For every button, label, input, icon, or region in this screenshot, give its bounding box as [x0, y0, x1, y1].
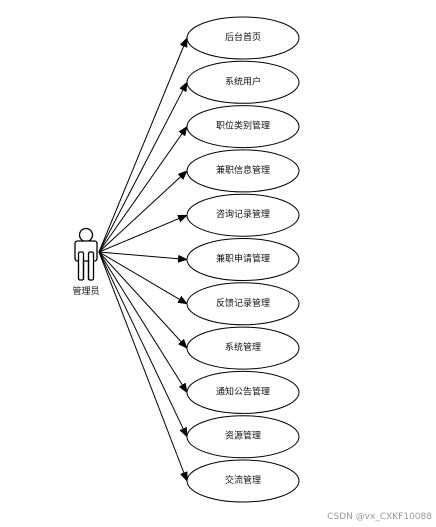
- use-case: 资源管理: [186, 415, 300, 459]
- use-case: 反馈记录管理: [186, 282, 300, 326]
- use-case-ellipse: [186, 459, 300, 503]
- association-line: [98, 251, 188, 394]
- use-case-label: 兼职信息管理: [216, 164, 270, 176]
- watermark: CSDN @vx_CXKF10088: [327, 512, 432, 522]
- use-case-label: 反馈记录管理: [216, 297, 270, 309]
- association-line: [98, 37, 188, 253]
- use-case-ellipse: [186, 238, 300, 281]
- association-lines: [98, 37, 188, 482]
- association-line: [98, 251, 188, 263]
- use-case-label: 职位类别管理: [216, 120, 270, 132]
- use-case-ellipse: [186, 105, 300, 149]
- use-case-ellipse: [186, 415, 300, 459]
- use-case: 系统管理: [186, 326, 300, 370]
- association-line: [98, 81, 188, 253]
- use-case: 职位类别管理: [186, 105, 300, 149]
- association-line: [98, 170, 188, 253]
- use-case: 兼职信息管理: [186, 149, 300, 193]
- association-line: [98, 214, 188, 253]
- use-case-label: 咨询记录管理: [216, 208, 270, 220]
- use-case-ellipse: [186, 16, 300, 60]
- use-case: 兼职申请管理: [186, 238, 300, 281]
- use-case-ellipse: [186, 282, 300, 326]
- actor: 管理员: [72, 227, 100, 297]
- use-case-label: 后台首页: [225, 31, 261, 43]
- use-case: 咨询记录管理: [186, 193, 300, 237]
- use-case-label: 资源管理: [225, 430, 261, 442]
- use-case: 通知公告管理: [186, 370, 300, 414]
- association-line: [98, 251, 188, 305]
- association-line: [98, 251, 188, 482]
- use-case-label: 通知公告管理: [216, 385, 270, 397]
- use-case-ellipse: [186, 193, 300, 237]
- use-case: 系统用户: [186, 60, 300, 104]
- use-case-ellipse: [186, 60, 300, 104]
- use-case-label: 交流管理: [225, 474, 261, 486]
- association-line: [98, 251, 188, 349]
- use-case-label: 兼职申请管理: [216, 253, 270, 265]
- actor-label: 管理员: [72, 285, 99, 297]
- use-case: 后台首页: [186, 16, 300, 60]
- use-case-label: 系统管理: [225, 341, 261, 353]
- use-case-ellipse: [186, 149, 300, 193]
- association-line: [98, 125, 188, 253]
- use-case-label: 系统用户: [225, 75, 261, 87]
- use-case-ellipse: [186, 326, 300, 370]
- use-case-group: 后台首页系统用户职位类别管理兼职信息管理咨询记录管理兼职申请管理反馈记录管理系统…: [186, 16, 300, 503]
- use-case: 交流管理: [186, 459, 300, 503]
- actor-figure-icon: [74, 227, 98, 281]
- association-line: [98, 251, 188, 438]
- use-case-ellipse: [186, 370, 300, 414]
